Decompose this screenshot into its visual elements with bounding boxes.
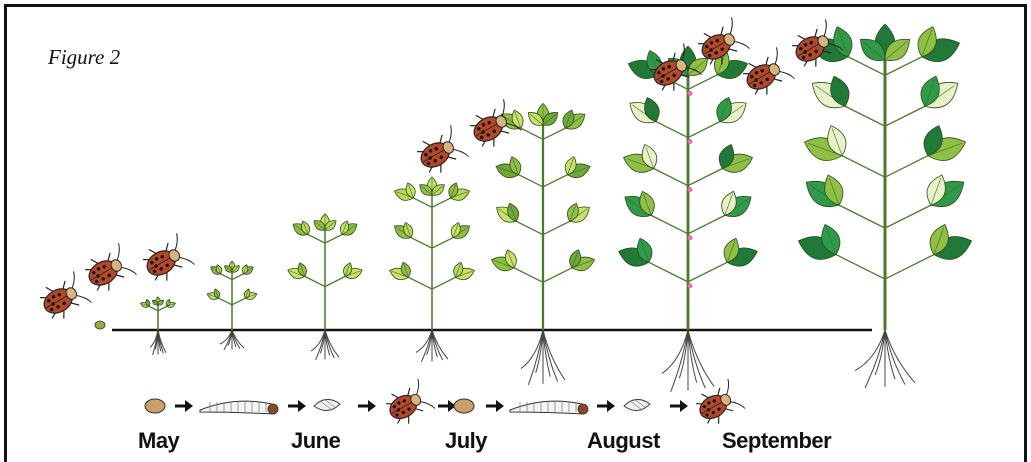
- egg-icon: [145, 399, 165, 413]
- branch: [518, 175, 543, 187]
- flower: [688, 91, 693, 96]
- branch: [232, 298, 246, 305]
- roots: [416, 330, 448, 362]
- arrow-icon: [175, 400, 193, 412]
- soybean-plant: [795, 24, 976, 388]
- beetle-icon: [466, 99, 521, 152]
- lifecycle-row: [145, 379, 745, 429]
- branch: [325, 234, 342, 243]
- roots: [150, 330, 166, 355]
- beetle-icon: [788, 19, 843, 72]
- branch: [845, 106, 885, 126]
- branch: [325, 276, 345, 286]
- arrow-icon: [288, 400, 306, 412]
- branch: [158, 306, 167, 310]
- branch: [432, 277, 456, 289]
- beetle-icon: [81, 243, 136, 296]
- soybean-plant: [489, 103, 597, 384]
- beetle-icon: [413, 125, 468, 178]
- branch: [654, 168, 688, 185]
- roots: [311, 330, 339, 360]
- branch: [232, 274, 243, 280]
- arrow-icon: [438, 400, 456, 412]
- soybean-plant: [206, 261, 258, 350]
- branch: [885, 106, 925, 126]
- arrow-icon: [486, 400, 504, 412]
- soybean-plant: [388, 177, 477, 362]
- branch: [885, 255, 934, 279]
- flower: [688, 187, 693, 192]
- soybean-plant: [616, 46, 761, 392]
- larva-icon: [200, 401, 278, 414]
- plant-growth-stages: [95, 24, 975, 392]
- branch: [649, 262, 688, 282]
- pupa-icon: [624, 399, 650, 411]
- branch: [408, 277, 432, 289]
- egg-icon: [454, 399, 474, 413]
- branch: [688, 215, 725, 233]
- branch: [688, 262, 727, 282]
- flower: [688, 235, 693, 240]
- beetle-icon: [139, 233, 194, 286]
- branch: [308, 234, 325, 243]
- larva-icon: [510, 401, 588, 414]
- branch: [411, 238, 432, 249]
- roots: [220, 330, 244, 350]
- arrow-icon: [670, 400, 688, 412]
- soybean-plant: [140, 297, 176, 355]
- branch: [688, 168, 722, 185]
- branch: [221, 274, 232, 280]
- flower: [688, 283, 693, 288]
- branch: [432, 238, 453, 249]
- beetle-icon: [36, 271, 91, 324]
- roots: [662, 330, 714, 392]
- flower: [688, 139, 693, 144]
- branch: [543, 268, 572, 282]
- branch: [305, 276, 325, 286]
- branch: [543, 175, 568, 187]
- roots: [521, 330, 565, 385]
- branch: [543, 221, 570, 234]
- branch: [885, 205, 931, 228]
- branch: [149, 306, 158, 310]
- pupa-icon: [314, 399, 340, 411]
- branch: [413, 198, 432, 207]
- branch: [885, 156, 928, 177]
- branch: [842, 156, 885, 177]
- arrow-icon: [597, 400, 615, 412]
- seed-icon: [95, 321, 105, 329]
- branch: [839, 205, 885, 228]
- beetle-icon: [382, 379, 434, 429]
- branch: [521, 128, 543, 139]
- arrow-icon: [358, 400, 376, 412]
- beetle-icon: [646, 43, 701, 96]
- beetle-icon: [692, 379, 744, 429]
- branch: [432, 198, 451, 207]
- branch: [218, 298, 232, 305]
- beetle-icon: [739, 47, 794, 100]
- branch: [688, 122, 720, 138]
- branch: [514, 268, 543, 282]
- branch: [656, 122, 688, 138]
- branch: [516, 221, 543, 234]
- branch: [651, 215, 688, 233]
- roots: [855, 330, 915, 388]
- branch: [836, 255, 885, 279]
- branch: [688, 75, 718, 90]
- branch: [543, 128, 565, 139]
- soybean-plant: [286, 214, 364, 360]
